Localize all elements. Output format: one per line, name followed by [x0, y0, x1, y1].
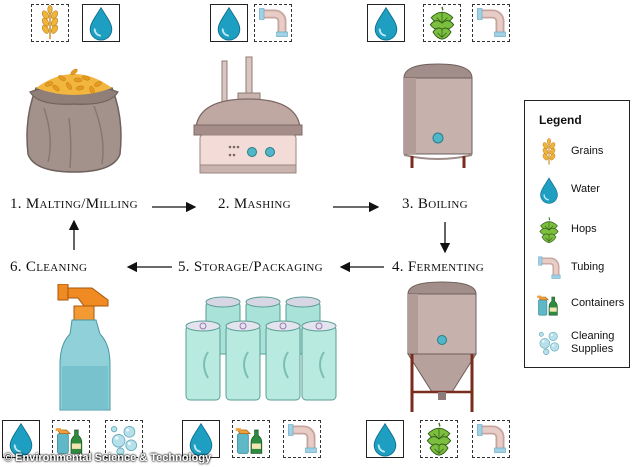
- containers-icon: [535, 289, 563, 319]
- water-drop-icon: [367, 4, 405, 42]
- legend-item-grains: Grains: [531, 137, 627, 171]
- grain-icon: [31, 4, 69, 42]
- cans-illustration: [178, 292, 338, 404]
- credit-watermark: © Environmental Science & Technology: [4, 452, 212, 464]
- step-storage-packaging: 5. Storage/Packaging: [178, 259, 323, 275]
- tubing-icon: [283, 420, 321, 458]
- legend-title: Legend: [539, 113, 582, 127]
- legend: Legend Grains Water Hops Tubing Containe…: [524, 100, 630, 368]
- tubing-icon: [535, 253, 563, 283]
- step-cleaning: 6. Cleaning: [10, 259, 88, 275]
- legend-label: Containers: [571, 297, 625, 309]
- legend-label: Hops: [571, 223, 597, 235]
- hops-icon: [535, 215, 563, 245]
- step-boiling: 3. Boiling: [402, 196, 468, 212]
- containers-icon: [52, 420, 90, 458]
- hops-icon: [423, 4, 461, 42]
- water-drop-icon: [535, 175, 563, 205]
- legend-label: Grains: [571, 145, 604, 157]
- cleaning-supplies-icon: [105, 420, 143, 458]
- mash-tun-illustration: [188, 55, 308, 177]
- step-mashing: 2. Mashing: [218, 196, 291, 212]
- legend-label: Water: [571, 183, 600, 195]
- water-drop-icon: [210, 4, 248, 42]
- water-drop-icon: [82, 4, 120, 42]
- water-drop-icon: [366, 420, 404, 458]
- fermenter-illustration: [404, 280, 480, 414]
- grain-sack-illustration: [14, 58, 134, 176]
- hops-icon: [420, 420, 458, 458]
- spray-bottle-illustration: [48, 284, 122, 414]
- legend-label: Tubing: [571, 261, 605, 273]
- step-fermenting: 4. Fermenting: [392, 259, 485, 275]
- tubing-icon: [472, 420, 510, 458]
- step-malting-milling: 1. Malting/Milling: [10, 196, 138, 212]
- cleaning-supplies-icon: [535, 327, 563, 357]
- legend-label: Cleaning Supplies: [571, 330, 615, 355]
- legend-item-water: Water: [531, 175, 627, 209]
- tubing-icon: [472, 4, 510, 42]
- water-drop-icon: [2, 420, 40, 458]
- legend-item-cleaning-supplies: Cleaning Supplies: [531, 327, 627, 361]
- boil-kettle-illustration: [394, 58, 482, 170]
- tubing-icon: [254, 4, 292, 42]
- legend-item-tubing: Tubing: [531, 253, 627, 287]
- grain-icon: [535, 137, 563, 167]
- legend-item-hops: Hops: [531, 215, 627, 249]
- legend-item-containers: Containers: [531, 289, 627, 323]
- water-drop-icon: [182, 420, 220, 458]
- containers-icon: [232, 420, 270, 458]
